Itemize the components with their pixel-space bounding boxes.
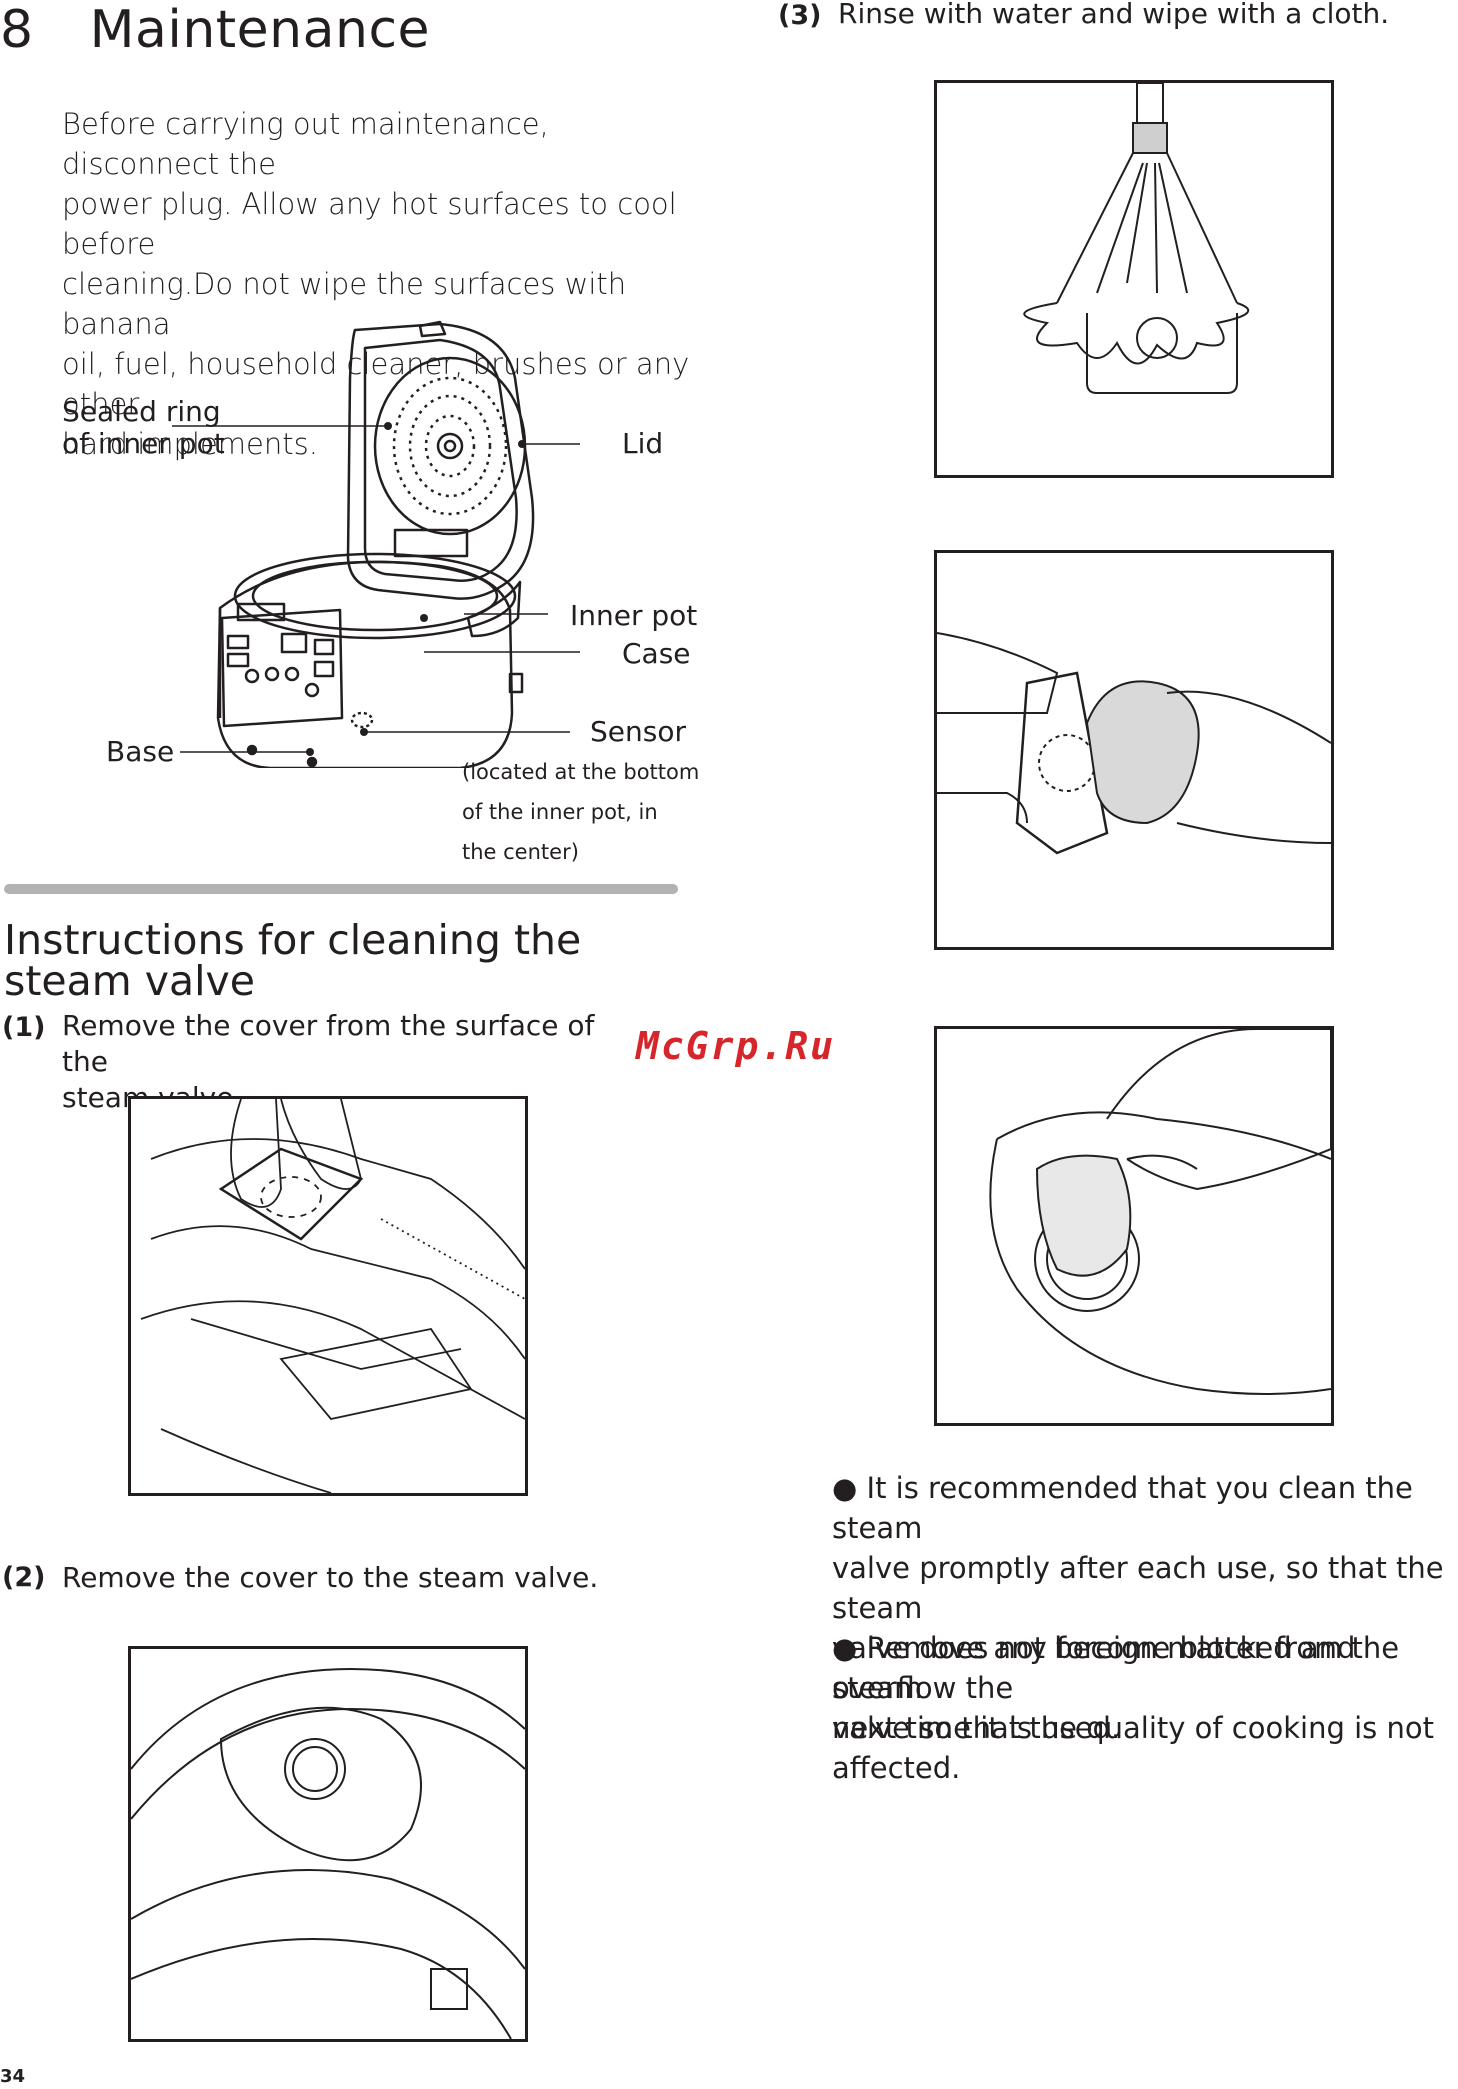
step-2-number: (2) [2,1562,46,1593]
intro-line: cleaning.Do not wipe the surfaces with b… [62,267,627,341]
label-lid: Lid [622,427,664,460]
subsection-heading: Instructions for cleaning the steam valv… [4,916,582,1005]
label-inner-pot: Inner pot [570,599,698,632]
step-2-text: Remove the cover to the steam valve. [62,1561,599,1594]
label-sensor-note: (located at the bottom of the inner pot,… [462,760,700,864]
section-title: Maintenance [89,0,431,60]
illustration-remove-valve-cover [128,1096,528,1496]
illustration-wipe-valve [934,1026,1334,1426]
water-tap-icon [1023,83,1250,394]
label-base: Base [106,735,175,768]
label-case: Case [622,637,691,670]
wiping-cloth-icon [937,632,1331,855]
label-sealed-ring: Sealed ring of inner pot [62,395,225,460]
intro-paragraph: Before carrying out maintenance, disconn… [62,104,702,464]
step-3-number: (3) [778,0,822,31]
intro-line: hard implements. [62,427,318,461]
rice-cooker-diagram [172,320,580,768]
note-remove-foreign-matter: ● Remove any foreign matter from the ste… [832,1631,1434,1785]
watermark: McGrp.Ru [636,1024,836,1068]
section-divider [4,884,678,894]
label-sensor: Sensor [590,715,686,748]
intro-line: Before carrying out maintenance, disconn… [62,107,549,181]
step-1-number: (1) [2,1012,46,1043]
section-heading: 8 Maintenance [0,2,430,58]
hand-on-valve-icon [989,1029,1331,1395]
intro-line: oil, fuel, household cleaner, brushes or… [62,347,690,421]
steam-valve-opening-icon [131,1667,525,2039]
illustration-wipe-cloth [934,550,1334,950]
step-1-text: Remove the cover from the surface of the… [62,1009,595,1114]
section-number: 8 [0,0,34,60]
finger-pressing-cover-icon [140,1099,525,1493]
illustration-valve-removed [128,1646,528,2042]
step-3-text: Rinse with water and wipe with a cloth. [838,0,1390,30]
note-clean-promptly: ● It is recommended that you clean the s… [832,1471,1444,1745]
page-number: 34 [0,2066,26,2087]
illustration-rinse-water [934,80,1334,478]
intro-line: power plug. Allow any hot surfaces to co… [62,187,677,261]
